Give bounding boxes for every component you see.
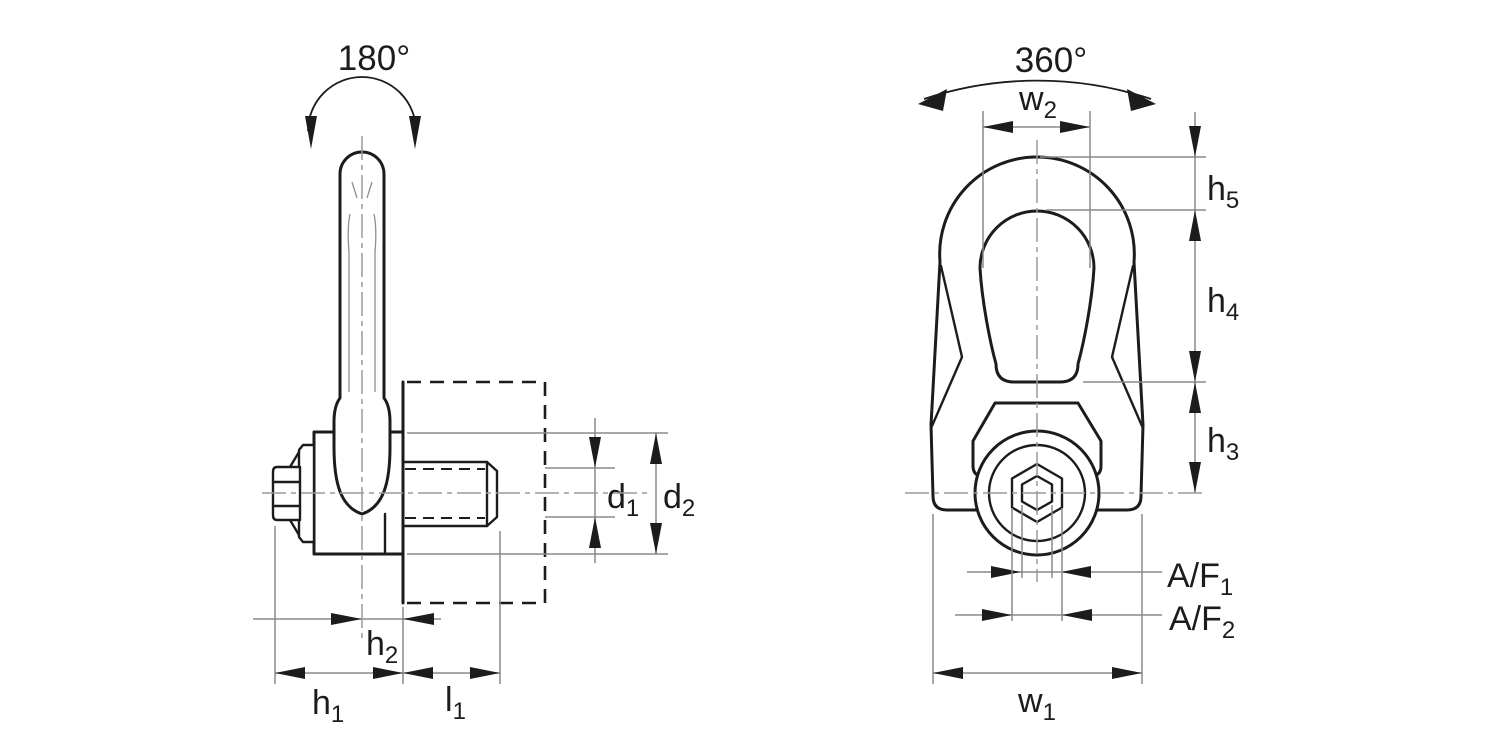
dim-af2: A/F2 xyxy=(955,508,1235,644)
arrowhead xyxy=(991,566,1021,578)
arrowhead xyxy=(1189,210,1201,241)
label-base: d xyxy=(607,478,626,516)
arrowhead xyxy=(1189,462,1201,493)
arrowhead xyxy=(403,613,434,625)
label-sub: 1 xyxy=(1220,574,1233,601)
dim-h5-h4-h3: h5 h4 h3 xyxy=(1040,112,1239,493)
dim-label-w1: w1 xyxy=(1017,682,1056,726)
arrowhead xyxy=(589,517,601,548)
arrowhead xyxy=(275,667,305,679)
label-base: w xyxy=(1018,80,1044,118)
arrowhead xyxy=(1112,667,1142,679)
arrowhead xyxy=(933,667,963,679)
dim-rotation-180: 180° xyxy=(305,39,421,149)
dim-rotation-360: 360° xyxy=(918,41,1156,111)
label-base: l xyxy=(445,681,453,719)
arrowhead xyxy=(305,116,317,149)
arrowhead xyxy=(918,89,947,111)
arrowhead xyxy=(589,437,601,468)
bail-cap-lines xyxy=(351,181,373,199)
side-rib-groove xyxy=(1110,264,1144,428)
label-sub: 1 xyxy=(626,495,639,522)
arrowhead xyxy=(1062,609,1092,621)
bail-highlight-lines xyxy=(347,213,377,392)
dim-label-w2: w2 xyxy=(1018,80,1057,124)
dim-w2: w2 xyxy=(982,80,1091,268)
arrowhead xyxy=(1060,121,1090,133)
arrowhead xyxy=(1189,351,1201,382)
washer-bevel-line xyxy=(288,450,301,469)
arrowhead xyxy=(650,523,662,554)
dim-af1: A/F1 xyxy=(967,505,1233,601)
arrowhead xyxy=(1189,382,1201,413)
dim-h2: h2 xyxy=(253,607,441,684)
label-base: d xyxy=(663,478,682,516)
label-base: A/F xyxy=(1169,600,1222,638)
arrowhead xyxy=(409,116,421,149)
label-sub: 1 xyxy=(1043,699,1056,726)
label-sub: 2 xyxy=(1222,617,1235,644)
rotation-label-180: 180° xyxy=(338,39,410,78)
label-base: A/F xyxy=(1167,557,1220,595)
label-sub: 1 xyxy=(331,701,344,728)
dim-label-d2: d2 xyxy=(663,478,695,522)
front-view: 360° w2 h5 xyxy=(905,41,1239,726)
dim-label-h3: h3 xyxy=(1207,422,1239,466)
washer-flange xyxy=(288,443,316,544)
arrowhead xyxy=(403,667,433,679)
rotation-arc xyxy=(307,76,417,132)
bolt-shank xyxy=(401,460,499,528)
dim-label-h2: h2 xyxy=(366,625,398,669)
label-sub: 2 xyxy=(682,495,695,522)
dim-label-d1: d1 xyxy=(607,478,639,522)
arrowhead xyxy=(470,667,500,679)
dim-label-h5: h5 xyxy=(1207,170,1239,214)
arrowhead xyxy=(1127,89,1156,111)
rotation-arc xyxy=(923,79,1152,100)
label-base: h xyxy=(1207,282,1226,320)
dim-label-af2: A/F2 xyxy=(1169,600,1235,644)
arrowhead xyxy=(331,613,362,625)
arrowhead xyxy=(1189,126,1201,157)
side-rib-groove xyxy=(930,264,964,428)
label-sub: 2 xyxy=(385,642,398,669)
label-sub: 1 xyxy=(453,698,466,725)
hex-head-side xyxy=(271,465,302,522)
arrowhead xyxy=(650,433,662,464)
label-sub: 5 xyxy=(1226,187,1239,214)
dim-lines xyxy=(545,418,615,563)
side-view: 180° xyxy=(253,39,695,728)
dim-d2: d2 xyxy=(407,432,695,555)
washer-bevel-line xyxy=(288,518,301,537)
arrowhead xyxy=(1061,566,1091,578)
dim-d1: d1 xyxy=(545,418,639,563)
rotation-label-360: 360° xyxy=(1015,41,1087,80)
mounting-plate-dashed xyxy=(407,380,547,605)
arrowhead xyxy=(982,609,1012,621)
label-base: w xyxy=(1017,682,1043,720)
label-sub: 4 xyxy=(1226,299,1239,326)
label-sub: 2 xyxy=(1044,97,1057,124)
dim-lines xyxy=(1040,112,1206,493)
label-base: h xyxy=(1207,422,1226,460)
dim-lines xyxy=(932,514,1143,684)
dim-label-af1: A/F1 xyxy=(1167,557,1233,601)
dim-label-l1: l1 xyxy=(445,681,466,725)
label-base: h xyxy=(1207,170,1226,208)
label-base: h xyxy=(312,684,331,722)
label-base: h xyxy=(366,625,385,663)
dim-label-h1: h1 xyxy=(312,684,344,728)
dim-label-h4: h4 xyxy=(1207,282,1239,326)
dim-h1-l1: h1 l1 xyxy=(274,526,501,728)
bolt-outline xyxy=(401,460,499,528)
dim-w1: w1 xyxy=(932,514,1143,726)
label-sub: 3 xyxy=(1226,439,1239,466)
arrowhead xyxy=(373,667,403,679)
arrowhead xyxy=(983,121,1013,133)
